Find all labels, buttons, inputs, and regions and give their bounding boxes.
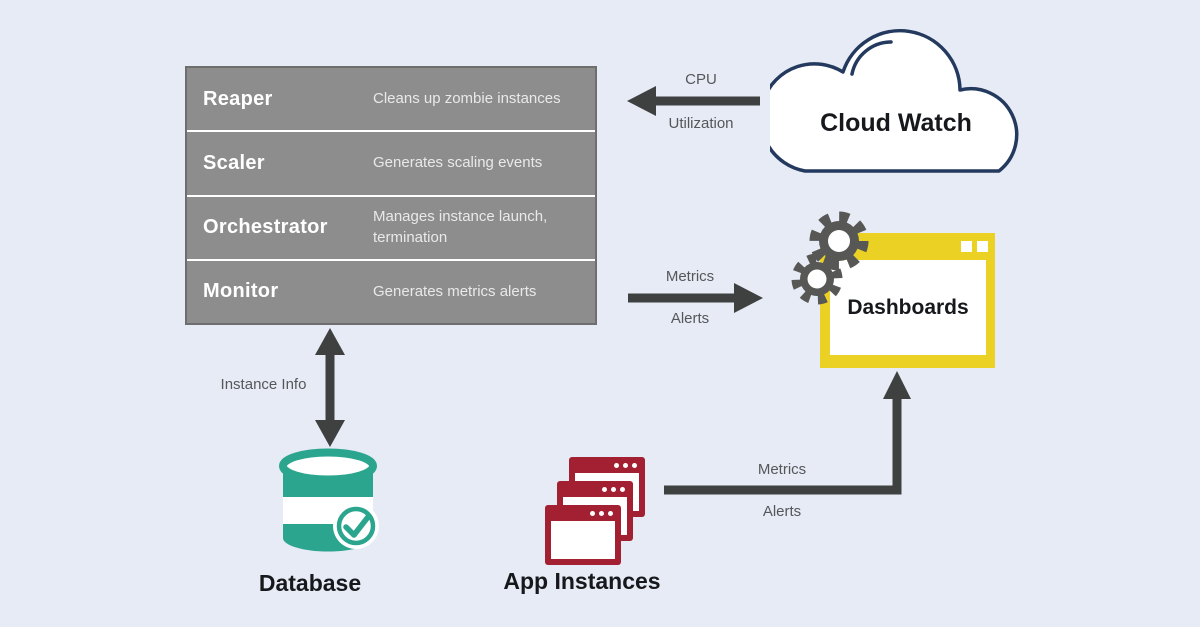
module-row-orchestrator: Orchestrator Manages instance launch, te… [187, 194, 595, 259]
window-dots-icon [602, 487, 625, 492]
edge-label-alerts: Alerts [670, 310, 710, 327]
cloud-icon [770, 28, 1019, 173]
modules-panel: Reaper Cleans up zombie instances Scaler… [185, 66, 597, 325]
edge-label-alerts-2: Alerts [762, 503, 802, 520]
edge-label-utilization: Utilization [668, 115, 734, 132]
module-description: Cleans up zombie instances [373, 90, 561, 107]
arrow-cloudwatch-to-modules [627, 86, 760, 116]
module-name: Orchestrator [203, 216, 328, 239]
arrow-modules-to-dashboards [628, 283, 763, 313]
module-description: Manages instance launch, termination [373, 208, 548, 246]
database-icon [279, 448, 379, 552]
window-dots-icon [590, 511, 613, 516]
module-name: Scaler [203, 151, 265, 174]
module-row-reaper: Reaper Cleans up zombie instances [187, 68, 595, 130]
module-row-monitor: Monitor Generates metrics alerts [187, 258, 595, 323]
gear-icon [791, 253, 843, 305]
dashboards-label: Dashboards [830, 260, 986, 355]
app-window-icon [545, 505, 621, 565]
app-instances-label: App Instances [503, 568, 661, 594]
edge-label-instance-info: Instance Info [220, 376, 307, 393]
gears-icon [791, 211, 869, 305]
check-badge-icon [333, 503, 379, 549]
module-name: Monitor [203, 280, 279, 303]
gear-icon [809, 211, 869, 271]
edge-label-metrics: Metrics [665, 268, 715, 285]
module-name: Reaper [203, 87, 273, 110]
edge-label-metrics-2: Metrics [757, 461, 807, 478]
module-description: Generates scaling events [373, 154, 543, 172]
dashboard-window-icon: Dashboards [820, 233, 995, 368]
cloud-watch-label: Cloud Watch [820, 109, 972, 137]
window-dots-icon [614, 463, 637, 468]
module-description: Generates metrics alerts [373, 282, 537, 300]
database-label: Database [258, 570, 362, 596]
module-row-scaler: Scaler Generates scaling events [187, 130, 595, 194]
edge-label-cpu: CPU [685, 71, 717, 88]
window-buttons-icon [961, 241, 988, 252]
